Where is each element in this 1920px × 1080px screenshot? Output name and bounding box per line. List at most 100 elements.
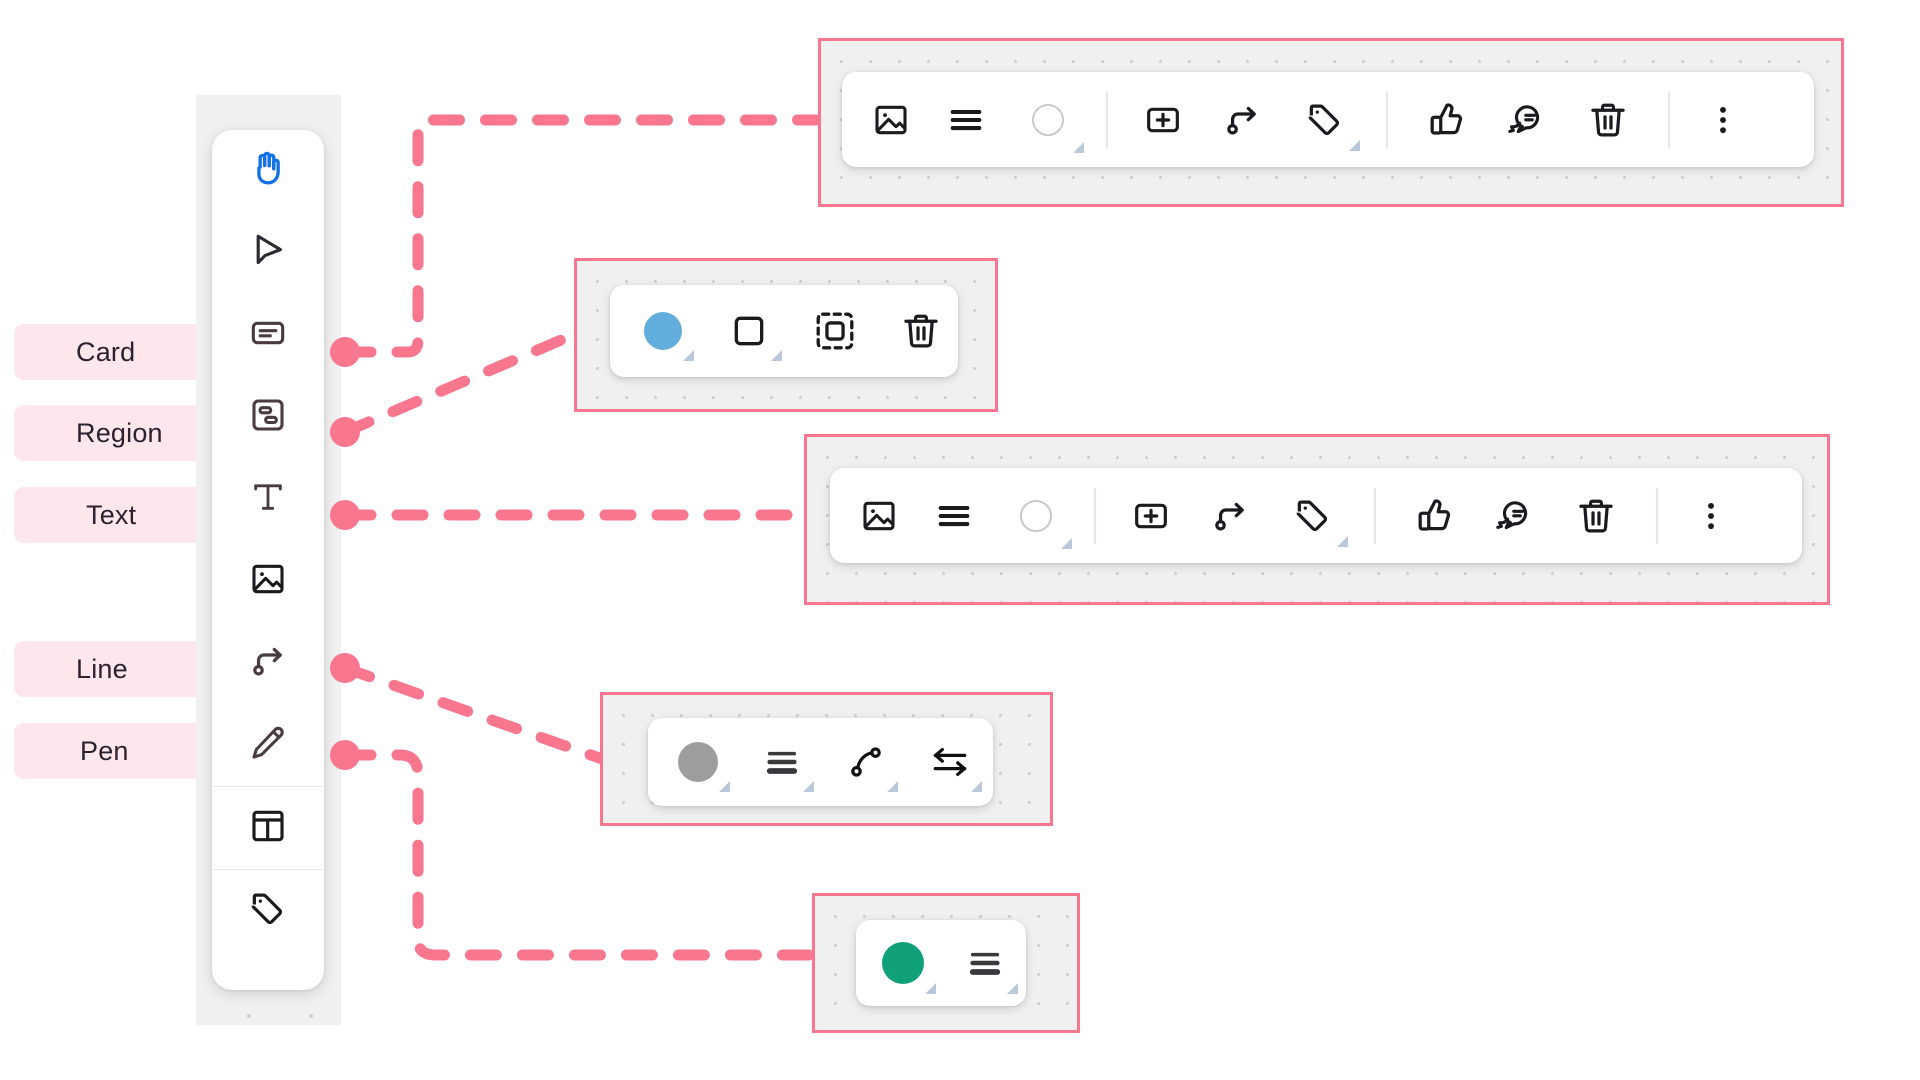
- curve-icon: [846, 742, 886, 782]
- toolbar-button-text-lines[interactable]: [914, 468, 994, 563]
- toolbar-button-comment[interactable]: [1474, 468, 1556, 563]
- color-swatch-green-icon: [882, 942, 924, 984]
- sidebar-item-select[interactable]: [212, 212, 324, 294]
- sidebar-divider: [212, 869, 324, 870]
- stroke-weight-icon: [762, 742, 802, 782]
- toolbar-divider: [1106, 91, 1108, 148]
- toolbar-button-delete[interactable]: [1556, 468, 1636, 563]
- tag-icon: [247, 888, 289, 935]
- sidebar-item-layout[interactable]: [212, 787, 324, 869]
- card-icon: [248, 313, 288, 358]
- toolbar-divider: [1386, 91, 1388, 148]
- connector-dot-pen: [330, 740, 360, 770]
- toolbar-divider: [1094, 487, 1096, 544]
- sidebar-item-tag[interactable]: [212, 870, 324, 952]
- image-icon: [248, 559, 288, 604]
- add-card-icon: [1143, 100, 1183, 140]
- toolbar-button-more[interactable]: [1678, 468, 1744, 563]
- toolbar-button-tag[interactable]: [1282, 72, 1368, 167]
- thumbs-up-icon: [1425, 99, 1467, 141]
- submenu-indicator-icon: [1349, 140, 1360, 151]
- text-toolbar[interactable]: [830, 468, 1802, 563]
- toolbar-button-comment[interactable]: [1486, 72, 1568, 167]
- trash-icon: [1575, 495, 1617, 537]
- sidebar-item-hand[interactable]: [212, 130, 324, 212]
- more-vertical-icon: [1692, 497, 1730, 535]
- toolbar-button-shape[interactable]: [706, 285, 792, 377]
- connector-dot-card: [330, 337, 360, 367]
- thumbs-up-icon: [1413, 495, 1455, 537]
- submenu-indicator-icon: [719, 781, 730, 792]
- pen-toolbar[interactable]: [856, 920, 1026, 1006]
- region-toolbar[interactable]: [610, 285, 958, 377]
- sidebar-item-card[interactable]: [212, 294, 324, 376]
- line-arrow-icon: [1221, 99, 1263, 141]
- callout-label-line-text: Line: [76, 653, 128, 684]
- toolbar-button-add-card[interactable]: [1112, 468, 1190, 563]
- connector-region: [339, 326, 586, 438]
- trash-icon: [1587, 99, 1629, 141]
- tool-sidebar[interactable]: [212, 130, 324, 990]
- callout-label-card-text: Card: [76, 336, 136, 367]
- sidebar-divider: [212, 786, 324, 787]
- callout-label-pen-text: Pen: [80, 735, 129, 766]
- toolbar-button-add-card[interactable]: [1124, 72, 1202, 167]
- toolbar-button-stroke-color[interactable]: [656, 718, 740, 806]
- select-frame-icon: [814, 310, 856, 352]
- square-outline-icon: [729, 311, 769, 351]
- callout-label-text-text: Text: [86, 499, 137, 530]
- toolbar-button-text-lines[interactable]: [926, 72, 1006, 167]
- region-icon: [248, 395, 288, 440]
- image-icon: [859, 496, 899, 536]
- toolbar-button-like[interactable]: [1394, 468, 1474, 563]
- submenu-indicator-icon: [971, 781, 982, 792]
- toolbar-button-tag[interactable]: [1270, 468, 1356, 563]
- tag-icon: [1304, 99, 1346, 141]
- toolbar-button-pen-color[interactable]: [862, 920, 944, 1006]
- toolbar-divider: [1374, 487, 1376, 544]
- toolbar-button-curve[interactable]: [824, 718, 908, 806]
- toolbar-button-arrow-direction[interactable]: [908, 718, 992, 806]
- sidebar-item-pen[interactable]: [212, 704, 324, 786]
- image-icon: [871, 100, 911, 140]
- connector-line: [339, 662, 611, 766]
- connector-dot-text: [330, 500, 360, 530]
- comment-icon: [1494, 495, 1536, 537]
- line-arrow-icon: [247, 640, 289, 687]
- callout-label-region-text: Region: [76, 417, 163, 448]
- submenu-indicator-icon: [887, 781, 898, 792]
- cursor-icon: [247, 230, 289, 277]
- toolbar-button-line[interactable]: [1202, 72, 1282, 167]
- toolbar-button-select-frame[interactable]: [792, 285, 878, 377]
- sidebar-item-line[interactable]: [212, 622, 324, 704]
- toolbar-button-image[interactable]: [856, 72, 926, 167]
- text-lines-icon: [933, 495, 975, 537]
- toolbar-button-pen-weight[interactable]: [944, 920, 1026, 1006]
- toolbar-button-delete[interactable]: [878, 285, 964, 377]
- toolbar-button-color[interactable]: [1006, 72, 1090, 167]
- submenu-indicator-icon: [1337, 536, 1348, 547]
- line-toolbar[interactable]: [648, 718, 993, 806]
- trash-icon: [900, 310, 942, 352]
- toolbar-button-line[interactable]: [1190, 468, 1270, 563]
- toolbar-button-image[interactable]: [844, 468, 914, 563]
- submenu-indicator-icon: [771, 350, 782, 361]
- toolbar-button-like[interactable]: [1406, 72, 1486, 167]
- submenu-indicator-icon: [1061, 538, 1072, 549]
- card-toolbar[interactable]: [842, 72, 1814, 167]
- color-swatch-grey-icon: [678, 742, 718, 782]
- toolbar-button-more[interactable]: [1690, 72, 1756, 167]
- toolbar-divider: [1656, 487, 1658, 544]
- toolbar-button-color[interactable]: [994, 468, 1078, 563]
- submenu-indicator-icon: [683, 350, 694, 361]
- toolbar-button-stroke-weight[interactable]: [740, 718, 824, 806]
- toolbar-button-delete[interactable]: [1568, 72, 1648, 167]
- sidebar-item-text[interactable]: [212, 458, 324, 540]
- layout-icon: [248, 806, 288, 851]
- sidebar-item-region[interactable]: [212, 376, 324, 458]
- sidebar-item-image[interactable]: [212, 540, 324, 622]
- arrow-direction-icon: [929, 741, 971, 783]
- toolbar-button-fill-color[interactable]: [620, 285, 706, 377]
- hand-icon: [247, 148, 289, 195]
